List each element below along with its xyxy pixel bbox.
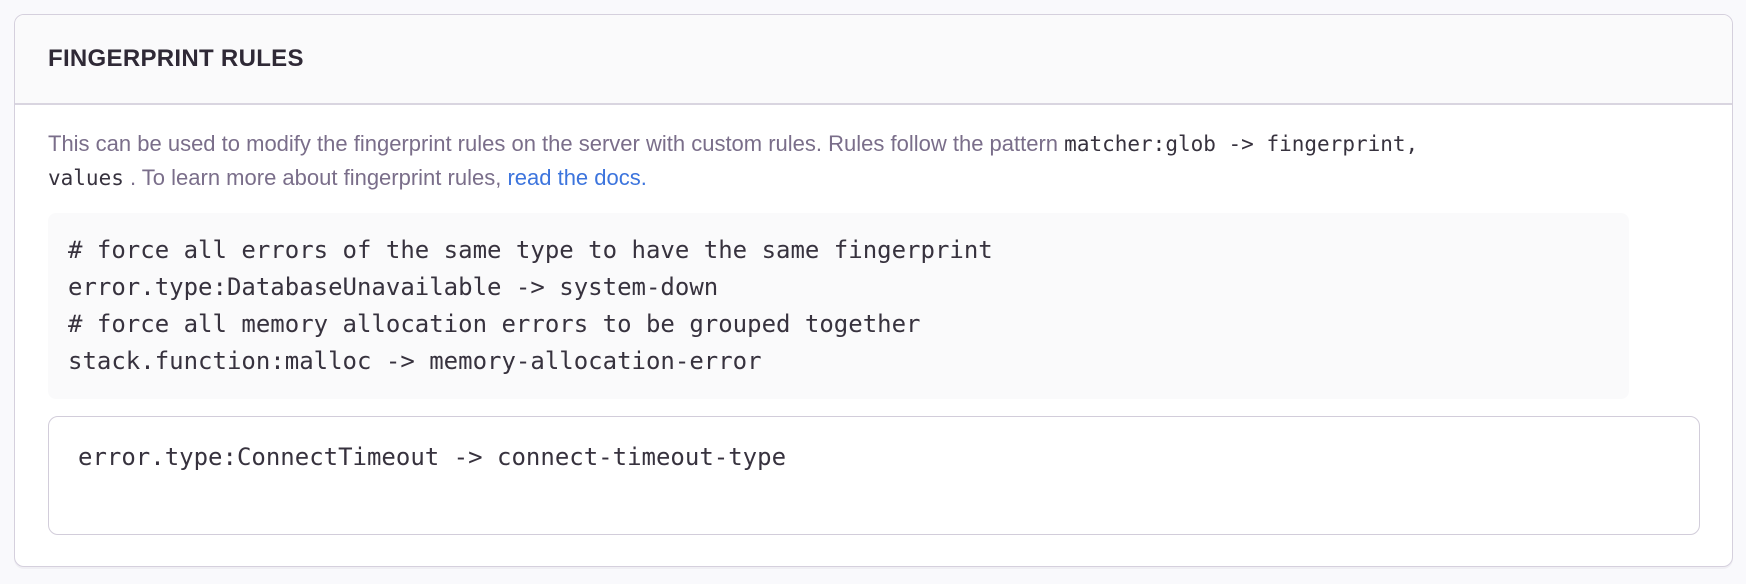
panel-title: FINGERPRINT RULES [48, 45, 304, 72]
fingerprint-rules-panel: FINGERPRINT RULES This can be used to mo… [14, 14, 1733, 567]
panel-body: This can be used to modify the fingerpri… [15, 105, 1732, 535]
pattern-inline-code-values: values [48, 166, 124, 190]
fingerprint-rules-input[interactable]: error.type:ConnectTimeout -> connect-tim… [48, 416, 1700, 535]
read-docs-link[interactable]: read the docs. [507, 165, 647, 190]
description-text-before: This can be used to modify the fingerpri… [48, 131, 1065, 156]
pattern-inline-code: matcher:glob -> fingerprint, [1064, 132, 1419, 156]
example-code-block: # force all errors of the same type to h… [48, 213, 1629, 399]
panel-header: FINGERPRINT RULES [15, 15, 1732, 105]
panel-description: This can be used to modify the fingerpri… [48, 127, 1699, 195]
description-text-middle: . To learn more about fingerprint rules, [123, 165, 508, 190]
